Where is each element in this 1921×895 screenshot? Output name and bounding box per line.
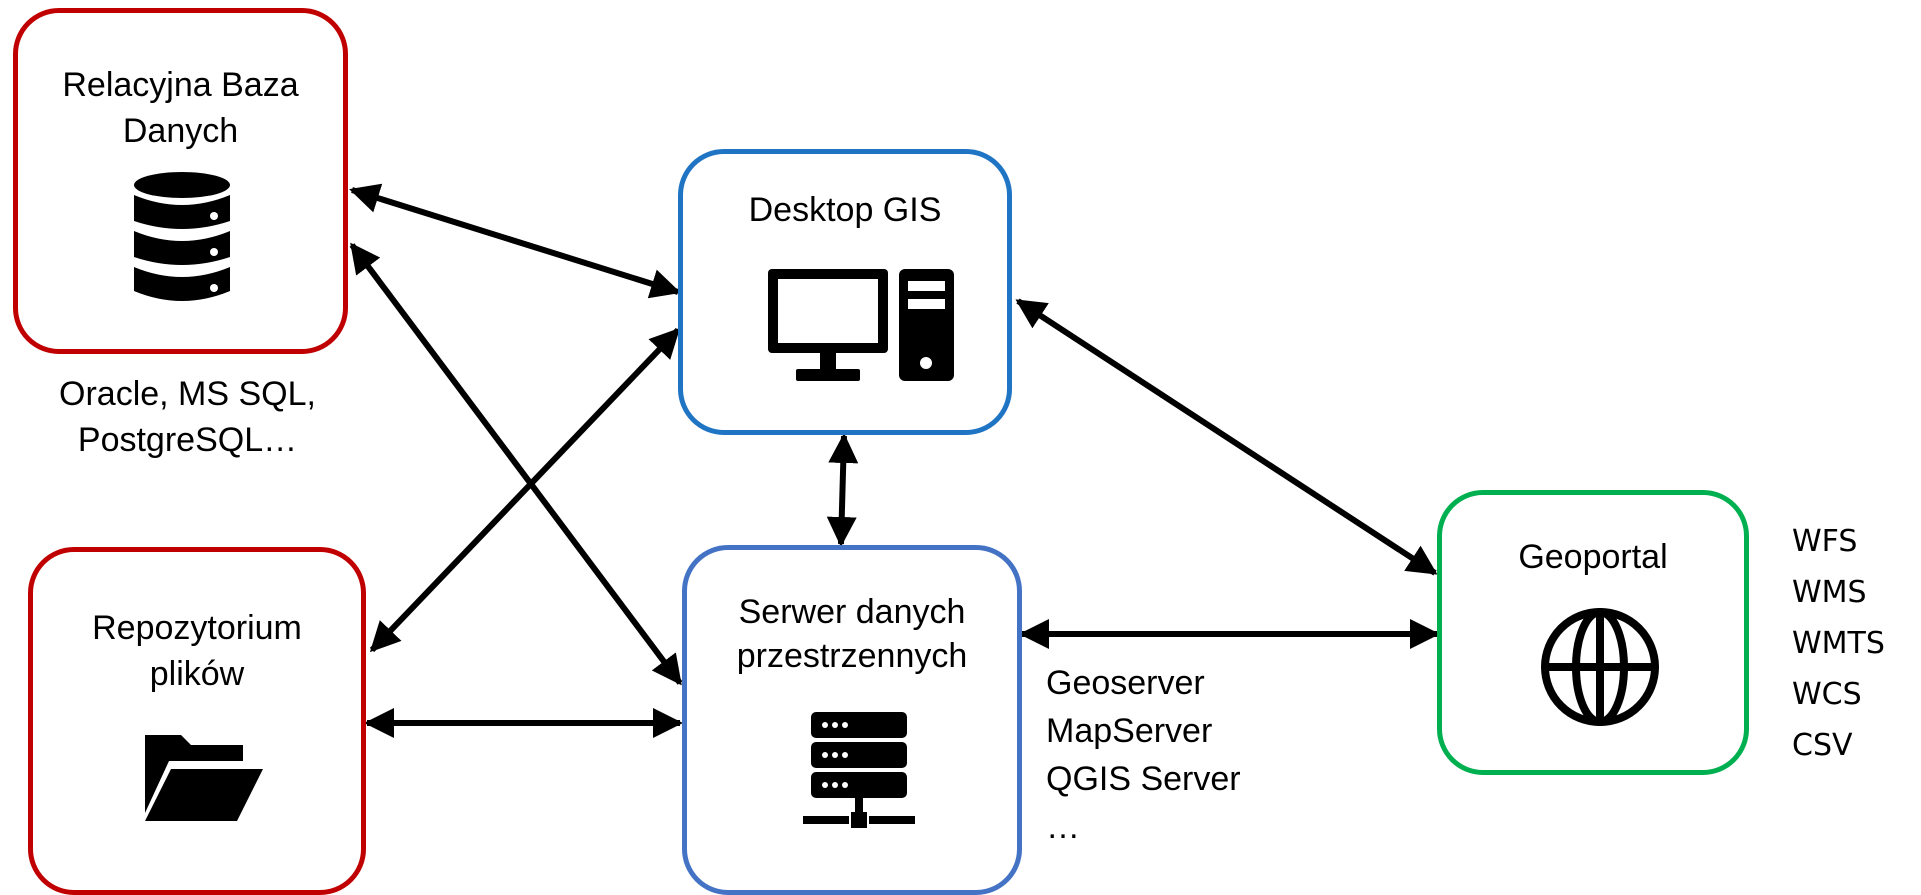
folder-open-icon bbox=[145, 735, 263, 821]
file-repository-title-1: Repozytorium bbox=[92, 609, 302, 647]
geoportal-title: Geoportal bbox=[1518, 538, 1668, 576]
db-examples-line-2: PostgreSQL… bbox=[77, 421, 298, 459]
geoportal-node: Geoportal bbox=[1437, 490, 1749, 775]
database-node: Relacyjna Baza Danych bbox=[13, 8, 348, 354]
spatial-data-server-node: Serwer danych przestrzennych bbox=[682, 545, 1022, 895]
arrow-desktop-geoportal bbox=[1015, 298, 1438, 576]
protocol-wfs: WFS bbox=[1792, 524, 1858, 559]
protocol-wms: WMS bbox=[1792, 575, 1867, 610]
database-node-title-1: Relacyjna Baza bbox=[62, 66, 299, 104]
protocol-wcs: WCS bbox=[1792, 677, 1862, 712]
server-rack-icon bbox=[803, 712, 915, 828]
protocol-csv: CSV bbox=[1792, 728, 1853, 763]
server-examples-line-4: … bbox=[1046, 808, 1080, 846]
spatial-data-server-title-1: Serwer danych bbox=[738, 593, 966, 631]
globe-icon bbox=[1541, 608, 1659, 726]
spatial-data-server-title-2: przestrzennych bbox=[736, 637, 968, 675]
server-examples-line-2: MapServer bbox=[1046, 712, 1213, 750]
db-examples-line-1: Oracle, MS SQL, bbox=[59, 375, 316, 413]
arrow-db-desktop bbox=[349, 183, 681, 299]
server-examples-line-1: Geoserver bbox=[1046, 664, 1205, 702]
database-icon bbox=[134, 172, 230, 301]
file-repository-node: Repozytorium plików bbox=[28, 547, 366, 895]
server-examples-line-3: QGIS Server bbox=[1046, 760, 1241, 798]
protocol-wmts: WMTS bbox=[1792, 626, 1885, 661]
desktop-gis-title: Desktop GIS bbox=[748, 191, 942, 229]
desktop-computer-icon bbox=[768, 269, 954, 381]
arrow-desktop-server bbox=[826, 433, 859, 547]
file-repository-title-2: plików bbox=[149, 655, 245, 693]
arrow-repo-desktop bbox=[369, 327, 681, 653]
database-node-title-2: Danych bbox=[122, 112, 239, 150]
desktop-gis-node: Desktop GIS bbox=[678, 149, 1012, 435]
